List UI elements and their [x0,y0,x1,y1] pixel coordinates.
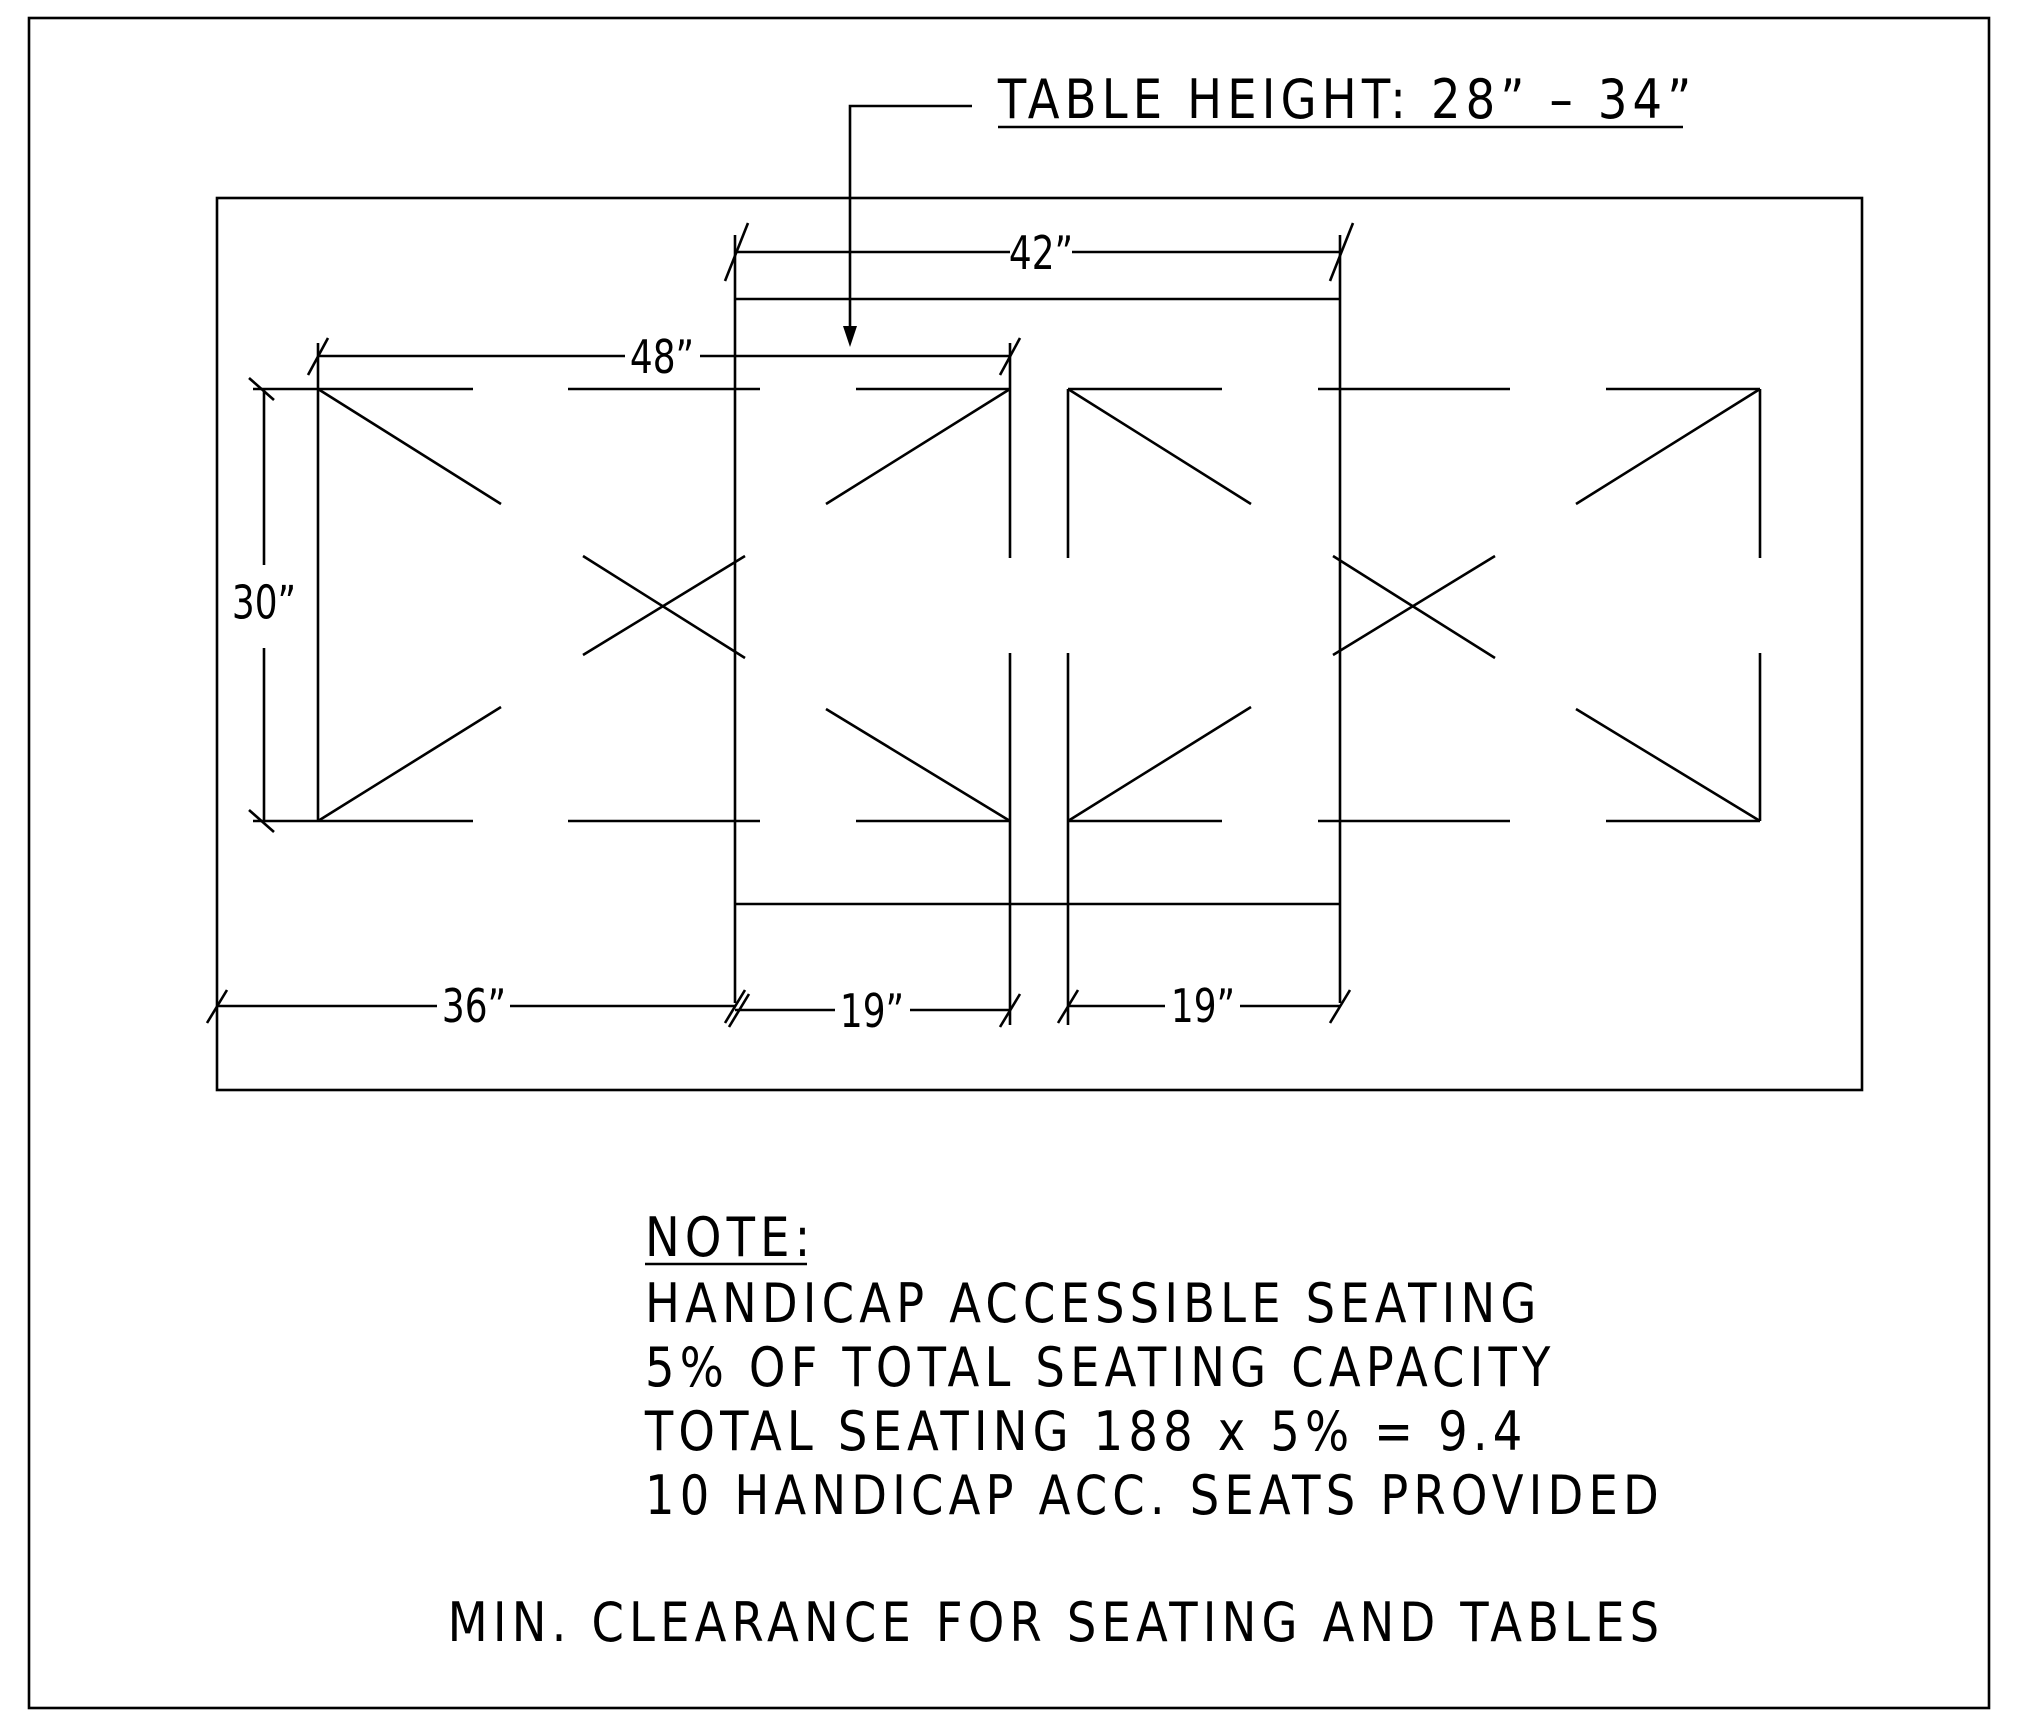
dimension-48-label: 48” [630,331,694,385]
dimension-48 [306,337,1022,389]
dimension-30-label: 30” [232,576,296,630]
note-line: 10 HANDICAP ACC. SEATS PROVIDED [645,1464,1664,1527]
table-height-leader [843,104,972,347]
drawing-caption: MIN. CLEARANCE FOR SEATING AND TABLES [448,1591,1665,1654]
dimension-36 [205,989,747,1024]
dimension-19-right-label: 19” [1171,980,1235,1034]
dimension-42 [723,222,1355,299]
dimension-19-right [1056,989,1352,1024]
dimension-19-left-label: 19” [840,985,904,1039]
plan-frame [215,196,1864,1092]
sheet-border [27,16,1991,1710]
dimension-36-label: 36” [442,980,506,1034]
wheelchair-clearance-box [733,297,1342,1003]
left-table-symbol [316,387,1012,823]
table-height-label: TABLE HEIGHT: 28” – 34” [997,68,1697,131]
dimension-19-left [727,993,1022,1028]
note-heading: NOTE: [645,1206,815,1269]
dimension-42-label: 42” [1009,227,1073,281]
dimension-30 [248,377,318,833]
note-line: TOTAL SEATING 188 x 5% = 9.4 [644,1400,1528,1463]
note-line: 5% OF TOTAL SEATING CAPACITY [645,1336,1556,1399]
note-line: HANDICAP ACCESSIBLE SEATING [645,1272,1542,1335]
leg-space-extension-lines [1008,821,1070,1025]
right-table-symbol [1066,387,1762,823]
